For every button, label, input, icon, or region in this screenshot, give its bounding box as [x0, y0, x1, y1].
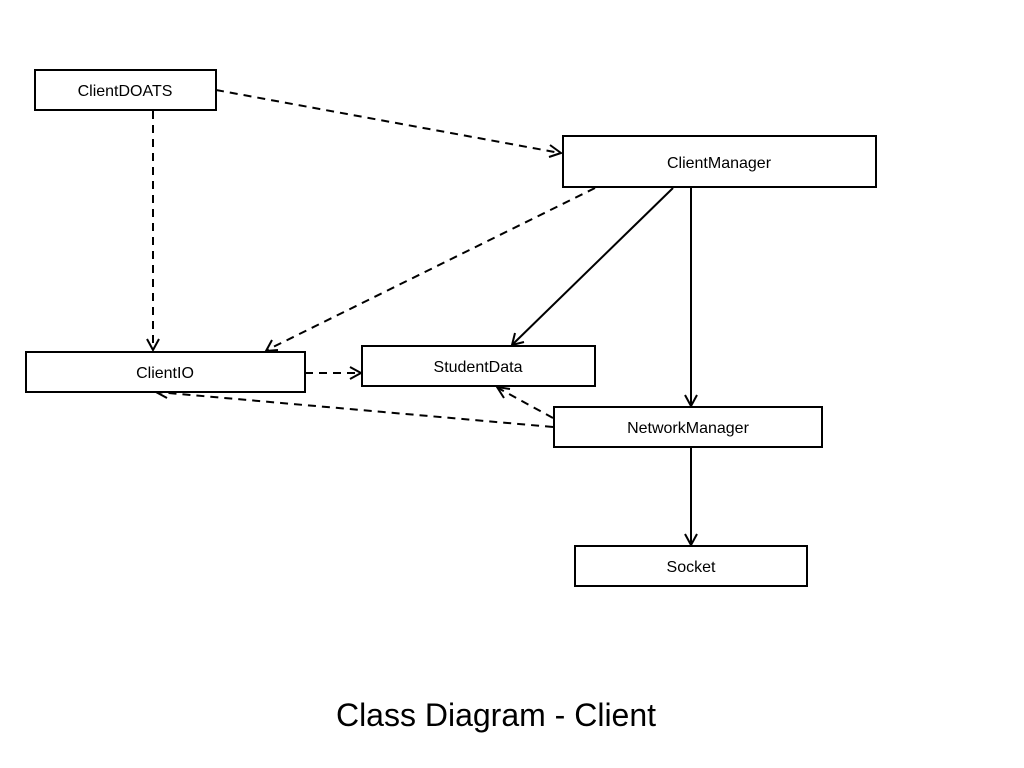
- edge-clientmanager-to-networkmanager: [684, 188, 698, 409]
- edge-networkmanager-to-studentdata: [494, 385, 554, 419]
- node-network-manager: NetworkManager: [553, 406, 823, 448]
- node-client-doats: ClientDOATS: [34, 69, 217, 111]
- edge-clientmanager-to-clientio: [264, 187, 596, 353]
- node-student-data: StudentData: [361, 345, 596, 387]
- node-label: ClientManager: [667, 155, 772, 172]
- node-client-manager: ClientManager: [562, 135, 877, 188]
- edge-clientio-to-studentdata: [305, 366, 364, 380]
- node-socket: Socket: [574, 545, 808, 587]
- node-label: ClientDOATS: [78, 83, 173, 100]
- diagram-title: Class Diagram - Client: [336, 697, 656, 733]
- edge-clientdoats-to-clientio: [146, 111, 160, 353]
- edge-clientdoats-to-clientmanager: [215, 89, 564, 158]
- edge-networkmanager-to-socket: [684, 448, 698, 548]
- node-label: NetworkManager: [627, 420, 750, 437]
- node-label: Socket: [667, 559, 716, 576]
- node-client-io: ClientIO: [25, 351, 306, 393]
- node-label: ClientIO: [136, 365, 194, 382]
- edge-clientmanager-to-studentdata: [510, 187, 674, 347]
- node-label: StudentData: [434, 359, 523, 376]
